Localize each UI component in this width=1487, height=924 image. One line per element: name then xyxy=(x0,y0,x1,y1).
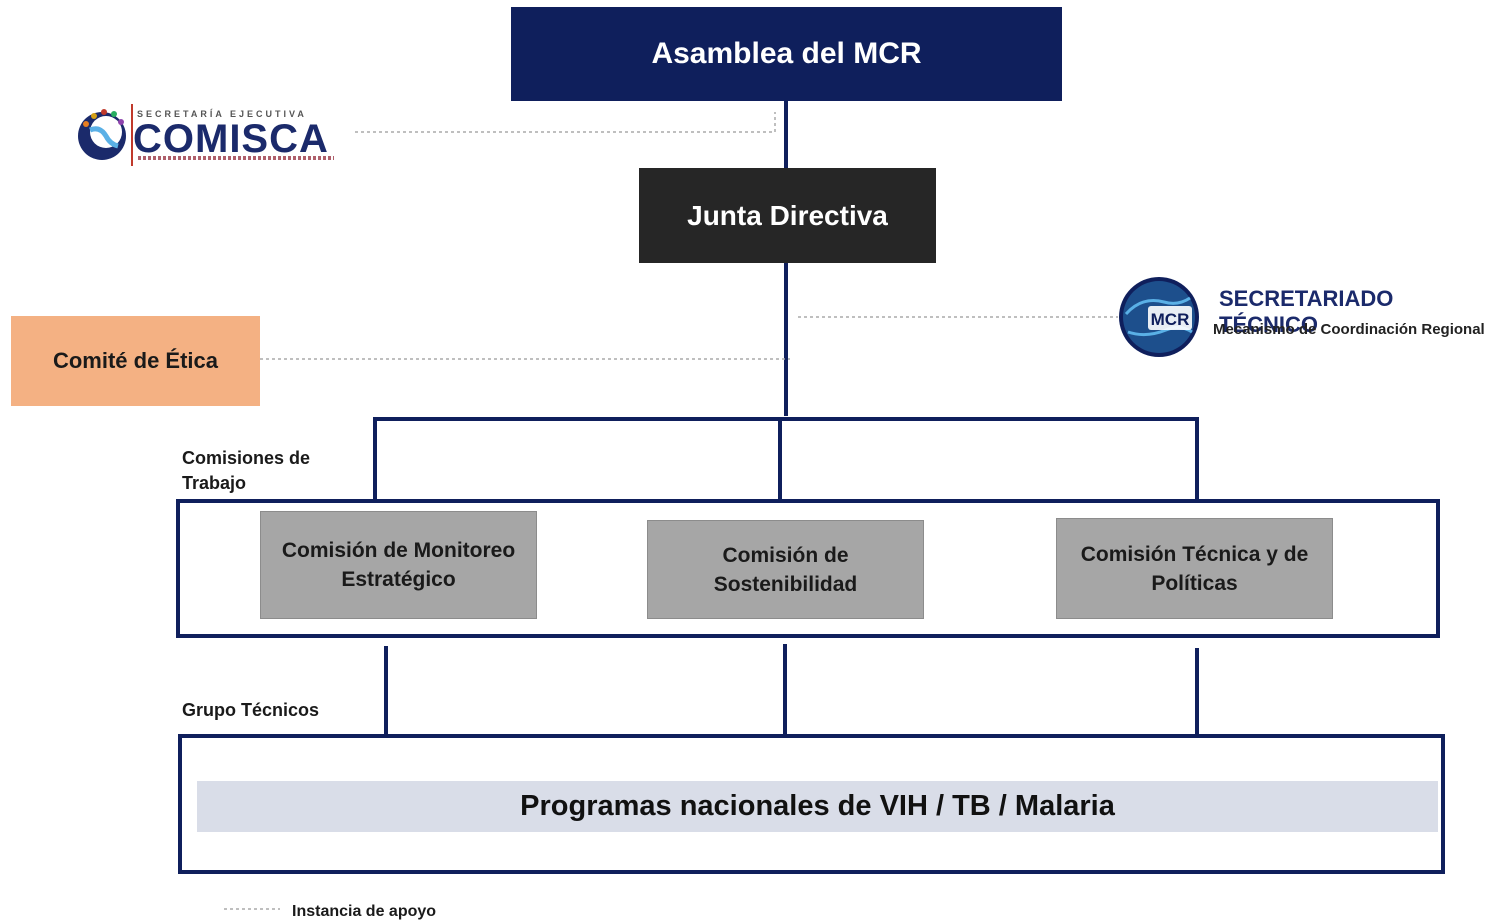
comision-sostenibilidad-label: Comisión de Sostenibilidad xyxy=(713,543,858,596)
support-line-comisca xyxy=(355,112,776,133)
asamblea-label: Asamblea del MCR xyxy=(651,37,922,70)
asamblea-box: Asamblea del MCR xyxy=(511,7,1062,101)
comite-etica-box: Comité de Ética xyxy=(11,316,260,406)
comisca-fine-print xyxy=(138,156,334,160)
comision-tecnica-label: Comisión Técnica y de Políticas xyxy=(1080,542,1309,595)
junta-directiva-box: Junta Directiva xyxy=(639,168,936,263)
junta-directiva-label: Junta Directiva xyxy=(687,199,888,231)
mcr-globe-icon: MCR xyxy=(1119,277,1199,357)
comision-sostenibilidad-box: Comisión de Sostenibilidad xyxy=(647,520,924,619)
connector-comisiones-bracket xyxy=(373,417,1199,499)
legend-label: Instancia de apoyo xyxy=(292,903,437,920)
secretariado-title: SECRETARIADO TÉCNICO xyxy=(1219,286,1394,337)
comisca-name: COMISCA xyxy=(133,117,329,161)
comisca-small-text: SECRETARÍA EJECUTIVA xyxy=(137,109,307,119)
secretariado-subtitle: Mecanismo de Coordinación Regional xyxy=(1213,321,1485,338)
mcr-logo-text: MCR xyxy=(1151,310,1190,329)
comision-monitoreo-label: Comisión de Monitoreo Estratégico xyxy=(281,539,516,591)
comisiones-section-label: Comisiones de Trabajo xyxy=(182,448,311,493)
comision-monitoreo-box: Comisión de Monitoreo Estratégico xyxy=(260,511,537,619)
comision-tecnica-box: Comisión Técnica y de Políticas xyxy=(1056,518,1333,619)
grupo-tecnicos-label: Grupo Técnicos xyxy=(182,700,320,720)
comisca-logo-icon xyxy=(78,104,133,166)
programas-nacionales-label: Programas nacionales de VIH / TB / Malar… xyxy=(520,790,1115,822)
comite-etica-label: Comité de Ética xyxy=(52,348,219,373)
programas-nacionales-band: Programas nacionales de VIH / TB / Malar… xyxy=(197,781,1438,832)
